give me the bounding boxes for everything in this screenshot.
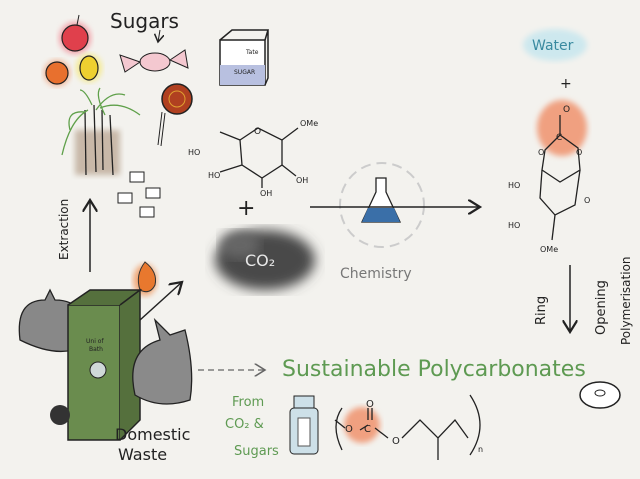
carbonyl-oxygen: O xyxy=(563,105,570,115)
gear-icon xyxy=(339,162,425,248)
from-label: From xyxy=(232,395,264,410)
apple-icon xyxy=(59,14,91,54)
label-ome-2: OMe xyxy=(540,245,558,254)
carbonate-c: C xyxy=(556,133,562,143)
carbonate-highlight xyxy=(537,100,587,156)
disc-icon xyxy=(579,381,621,409)
sugars-title: Sugars xyxy=(110,9,179,33)
carbonate-o-2: O xyxy=(576,148,582,157)
sugars-source-label: Sugars xyxy=(234,444,279,459)
sugarcane-icon xyxy=(61,87,141,176)
co2-cloud xyxy=(215,230,315,290)
flask-icon xyxy=(360,177,402,223)
label-ho-left: HO xyxy=(208,171,220,180)
cyclic-carbonate-molecule xyxy=(539,115,581,241)
polymer-carbonate-highlight xyxy=(344,407,380,443)
recycling-bin-icon xyxy=(50,288,143,441)
label-oh-right: OH xyxy=(296,176,308,185)
polymer-o-right: O xyxy=(392,436,400,447)
lollipop-icon xyxy=(157,83,193,147)
polymer-c: C xyxy=(364,424,371,435)
candy-icon xyxy=(119,49,189,73)
bin-label-uni: Uni of xyxy=(86,338,104,345)
water-label: Water xyxy=(532,38,574,54)
polycarbonate-structure xyxy=(334,394,481,460)
label-ho-1: HO xyxy=(508,181,520,190)
polymerisation-label: Polymerisation xyxy=(619,256,633,345)
glucose-molecule xyxy=(219,127,299,188)
sugar-box-brand: Tate xyxy=(245,49,259,56)
plus-sign: + xyxy=(237,196,255,221)
combustion-arrow xyxy=(139,282,182,321)
chemistry-label: Chemistry xyxy=(340,266,412,282)
co2-and-label: CO₂ & xyxy=(225,417,264,432)
polymer-carbonyl-o: O xyxy=(366,399,374,410)
carbonate-o-1: O xyxy=(538,148,544,157)
sugar-cubes-icon xyxy=(117,171,161,218)
water-plus: + xyxy=(560,76,572,92)
label-ome: OMe xyxy=(300,119,318,128)
sugar-box-label: SUGAR xyxy=(234,69,255,76)
repeat-n: n xyxy=(478,445,483,454)
opening-label: Opening xyxy=(594,280,609,335)
ring-oxygen: O xyxy=(254,127,261,137)
lemon-icon xyxy=(76,54,102,82)
bottle-icon xyxy=(289,395,319,455)
waste-label: Waste xyxy=(118,445,167,464)
ring-label: Ring xyxy=(534,296,549,325)
sugar-box-icon: Tate SUGAR xyxy=(219,29,270,86)
label-oh-bottom: OH xyxy=(260,189,272,198)
polymer-o-left: O xyxy=(345,424,353,435)
co2-label: CO₂ xyxy=(245,251,275,270)
fire-icon xyxy=(133,261,157,296)
domestic-label: Domestic xyxy=(115,425,190,444)
bin-label-bath: Bath xyxy=(89,346,103,353)
orange-icon xyxy=(44,60,70,86)
sustainable-polycarbonates-title: Sustainable Polycarbonates xyxy=(282,357,586,382)
extraction-label: Extraction xyxy=(57,199,71,260)
trash-bag-right-icon xyxy=(132,317,193,405)
label-ho-2: HO xyxy=(508,221,520,230)
label-ho-top: HO xyxy=(188,148,200,157)
ring-oxygen-2: O xyxy=(584,196,590,205)
